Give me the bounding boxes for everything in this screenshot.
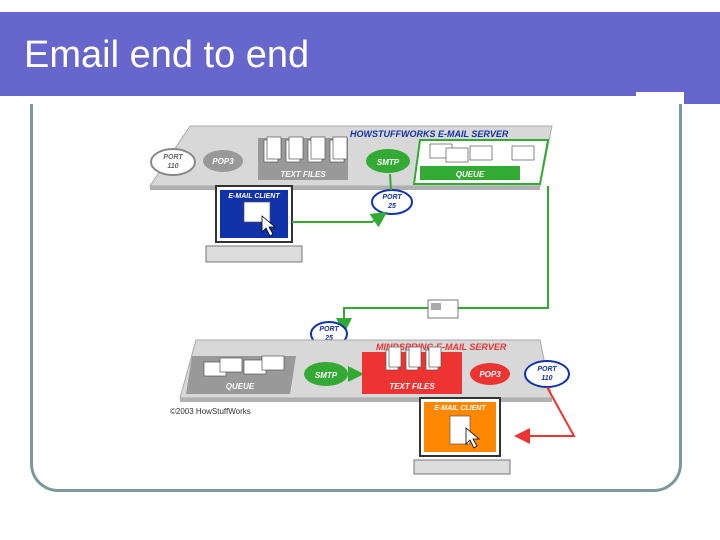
port-to-client-arrow: [514, 386, 576, 444]
top-server-title: HOWSTUFFWORKS E-MAIL SERVER: [350, 129, 509, 139]
top-email-client-computer: E-MAIL CLIENT: [205, 185, 303, 263]
bottom-client-keyboard: [413, 459, 511, 475]
bottom-queue: QUEUE: [186, 355, 296, 394]
top-port-25: PORT 25: [371, 189, 413, 215]
content-frame: [30, 104, 682, 492]
bottom-client-document-icon: [449, 415, 471, 445]
svg-text:POP3: POP3: [212, 157, 234, 166]
bottom-email-client-computer: E-MAIL CLIENT: [413, 397, 511, 475]
bottom-text-files: TEXT FILES: [362, 346, 462, 394]
svg-text:SMTP: SMTP: [315, 371, 338, 380]
bottom-text-files-icons: [385, 346, 442, 371]
bottom-server: MINDSPRING E-MAIL SERVER QUEUE SMTP TEXT…: [170, 339, 570, 416]
bottom-pop3: POP3: [470, 363, 510, 385]
top-text-files: TEXT FILES: [258, 136, 348, 180]
svg-text:QUEUE: QUEUE: [226, 382, 255, 391]
top-client-to-port-arrow: [292, 211, 388, 228]
svg-text:TEXT FILES: TEXT FILES: [389, 382, 435, 391]
title-underline: [0, 92, 636, 96]
bottom-server-title: MINDSPRING E-MAIL SERVER: [376, 342, 507, 352]
title-band-edge: [684, 12, 720, 104]
svg-text:110: 110: [167, 163, 178, 170]
svg-text:POP3: POP3: [479, 370, 501, 379]
top-queue: QUEUE: [412, 139, 550, 185]
svg-text:PORT: PORT: [163, 154, 183, 161]
svg-text:QUEUE: QUEUE: [456, 170, 485, 179]
svg-text:PORT: PORT: [319, 326, 339, 333]
svg-text:25: 25: [387, 203, 396, 210]
svg-text:TEXT FILES: TEXT FILES: [280, 170, 326, 179]
svg-text:E-MAIL CLIENT: E-MAIL CLIENT: [228, 193, 280, 200]
bottom-smtp: SMTP: [304, 362, 348, 386]
top-client-cursor-icon: [261, 215, 277, 237]
svg-text:PORT: PORT: [537, 366, 557, 373]
bottom-port-110: PORT 110: [524, 360, 570, 388]
svg-text:E-MAIL CLIENT: E-MAIL CLIENT: [434, 405, 486, 412]
slide-title: Email end to end: [24, 34, 310, 76]
top-pop3: POP3: [203, 150, 243, 172]
svg-text:110: 110: [541, 375, 552, 382]
transit-envelope-icon: [427, 299, 459, 319]
bottom-client-cursor-icon: [465, 427, 481, 449]
top-server: HOWSTUFFWORKS E-MAIL SERVER PORT 110 POP…: [149, 125, 553, 263]
top-text-files-icons: [263, 136, 348, 163]
svg-text:25: 25: [324, 335, 333, 342]
top-port-110: PORT 110: [150, 148, 196, 176]
svg-text:PORT: PORT: [382, 194, 402, 201]
title-bar: Email end to end: [0, 12, 720, 104]
svg-text:SMTP: SMTP: [377, 158, 400, 167]
copyright-text: ©2003 HowStuffWorks: [170, 407, 251, 416]
title-band: [0, 12, 720, 92]
top-queue-envelope-icons: [429, 143, 535, 163]
top-smtp: SMTP: [366, 149, 410, 173]
top-client-keyboard: [205, 245, 303, 263]
bottom-queue-envelope-icons: [203, 355, 285, 377]
